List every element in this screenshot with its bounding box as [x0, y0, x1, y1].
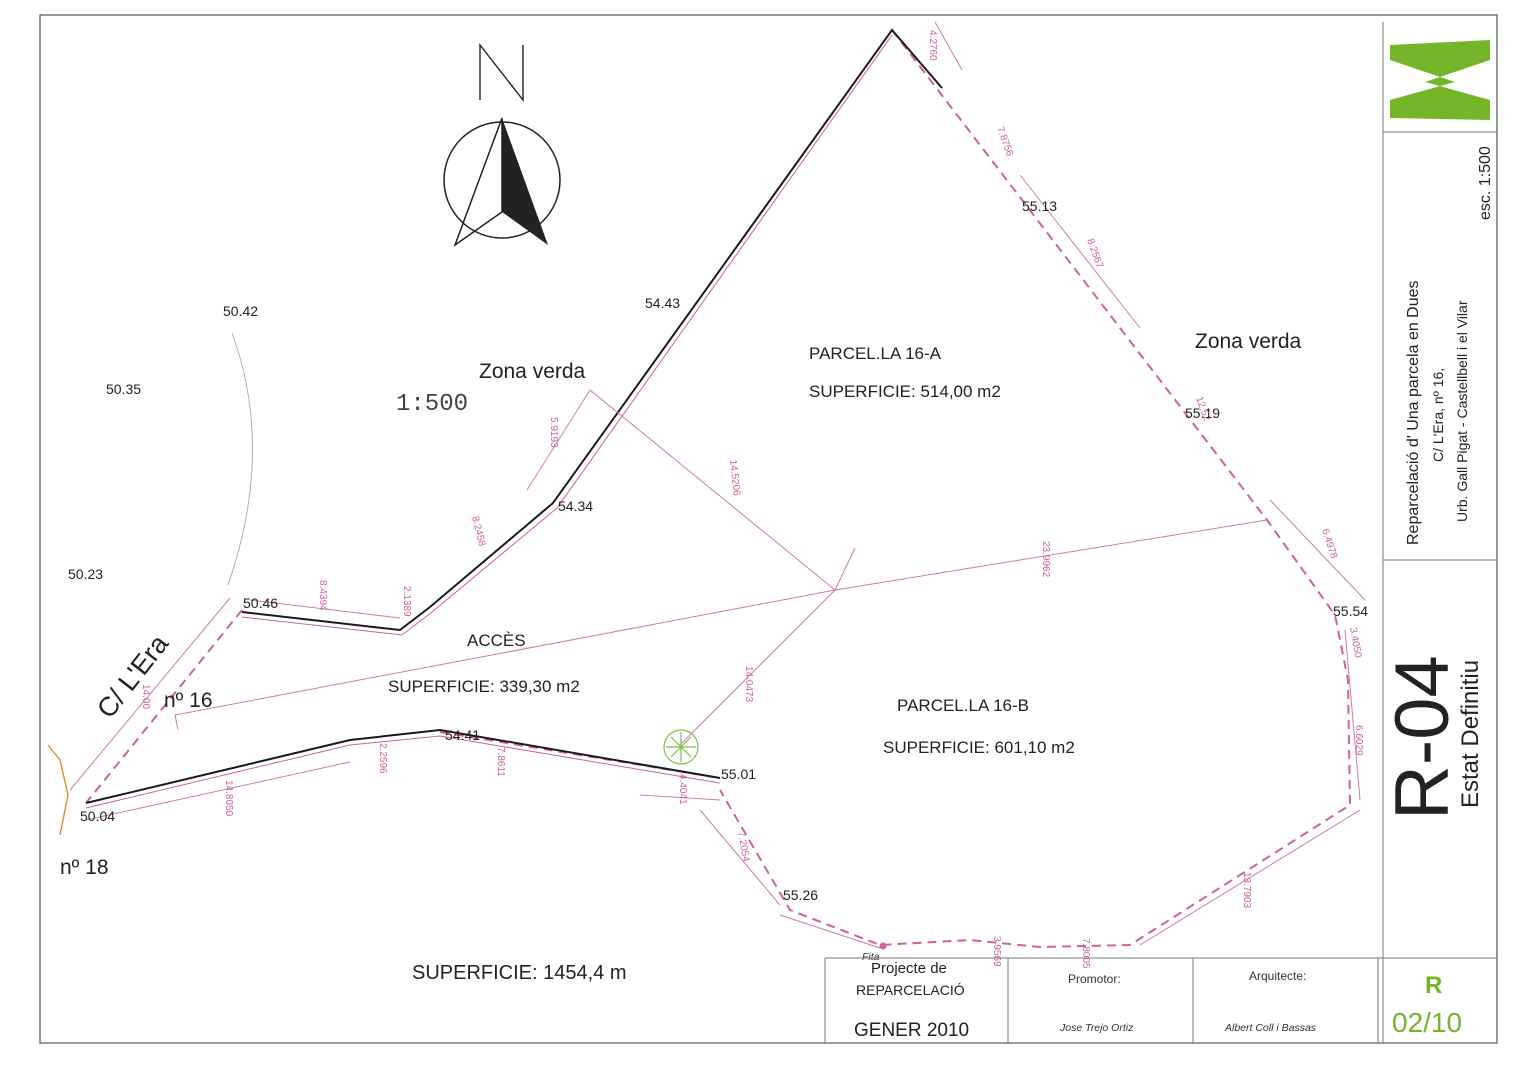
elevation: 50.42 — [223, 303, 258, 319]
total-area: SUPERFICIE: 1454,4 m — [412, 962, 627, 984]
tree-icon — [663, 729, 699, 765]
dimension-label: 3.4050 — [1347, 627, 1363, 659]
dimension-label: 23.9962 — [1040, 541, 1051, 578]
description-line1: Reparcelació d' Una parcela en Dues — [1405, 280, 1422, 545]
elevation: 50.46 — [243, 595, 278, 611]
title-strip — [824, 22, 1497, 1043]
dimension-label: 14.5206 — [727, 459, 742, 497]
black-boundary — [85, 28, 943, 804]
fita-label: Fita — [862, 951, 880, 963]
dimension-label: 14.00 — [140, 684, 151, 709]
dimension-label: 8.2458 — [469, 515, 487, 548]
dimension-label: 2.1389 — [401, 586, 412, 617]
elevation: 50.04 — [80, 808, 115, 824]
fita-marker — [879, 942, 887, 950]
dimension-label: 14.8050 — [223, 780, 234, 817]
project-date: GENER 2010 — [854, 1020, 969, 1041]
project-label2: REPARCELACIÓ — [856, 982, 965, 998]
parcel-b-area: SUPERFICIE: 601,10 m2 — [883, 738, 1075, 757]
sheet-letter: R — [1425, 972, 1442, 999]
project-label: Projecte de — [871, 960, 947, 977]
elevation: 55.13 — [1022, 198, 1057, 214]
contour-arc — [227, 332, 253, 586]
elevation: 54.43 — [645, 295, 680, 311]
elevation: 55.01 — [721, 766, 756, 782]
promoter-label: Promotor: — [1068, 972, 1121, 986]
elevation: 55.26 — [783, 887, 818, 903]
dimension-lines — [69, 21, 1366, 949]
scale-label: 1:500 — [396, 391, 468, 418]
orange-marker — [47, 744, 69, 836]
dimension-label: 8.4394 — [317, 580, 328, 611]
dimension-label: 7.8005 — [1080, 938, 1091, 969]
description-line2: C/ L'Era, nº 16, — [1430, 368, 1446, 462]
zone-right-label: Zona verda — [1195, 330, 1302, 353]
dimension-label: 13.7903 — [1241, 872, 1252, 909]
architect-name: Albert Coll i Bassas — [1224, 1022, 1317, 1034]
architect-logo-icon — [1390, 40, 1490, 120]
number-16: nº 16 — [164, 689, 213, 712]
zone-left-label: Zona verda — [479, 360, 586, 383]
dimension-label: 4.2760 — [927, 30, 938, 61]
elevation: 54.41 — [445, 727, 480, 743]
access-area: SUPERFICIE: 339,30 m2 — [388, 677, 580, 696]
dimension-label: 3.9569 — [991, 936, 1002, 967]
elevation: 54.34 — [558, 498, 593, 514]
architect-label: Arquitecte: — [1249, 969, 1306, 983]
parcel-a-area: SUPERFICIE: 514,00 m2 — [809, 382, 1001, 401]
plot-boundary — [85, 29, 1352, 949]
number-18: nº 18 — [60, 856, 109, 879]
promoter-name: Jose Trejo Ortiz — [1059, 1022, 1134, 1034]
dimension-label: 8.2567 — [1084, 237, 1105, 270]
inner-boundary — [85, 34, 893, 809]
elevation: 50.35 — [106, 381, 141, 397]
dimension-label: 7.8611 — [495, 747, 506, 777]
dimension-label: 5.9193 — [548, 417, 559, 448]
elevation: 50.23 — [68, 566, 103, 582]
north-arrow-icon — [443, 42, 561, 247]
drawing-state: Estat Definitiu — [1457, 660, 1484, 808]
scale-note: esc. 1:500 — [1477, 146, 1494, 220]
elevation: 55.19 — [1185, 405, 1220, 421]
dimension-label: 6.6029 — [1353, 725, 1364, 756]
dimension-label: 7.2054 — [735, 831, 751, 863]
access-name: ACCÈS — [467, 631, 526, 650]
drawing-code: R-04 — [1380, 655, 1465, 820]
dimension-label: 14.0473 — [743, 666, 754, 703]
sheet-number: 02/10 — [1392, 1007, 1462, 1038]
dimension-label: 7.8756 — [994, 125, 1015, 158]
parcel-b-name: PARCEL.LA 16-B — [897, 696, 1029, 715]
description-line3: Urb. Gall Pigat - Castellbell i el Vilar — [1454, 300, 1470, 522]
sheet-frame — [39, 14, 1498, 1044]
elevation: 55.54 — [1333, 603, 1368, 619]
dimension-label: 2.2596 — [377, 743, 388, 774]
dimension-label: 4.4041 — [677, 774, 688, 805]
parcel-a-name: PARCEL.LA 16-A — [809, 344, 942, 363]
